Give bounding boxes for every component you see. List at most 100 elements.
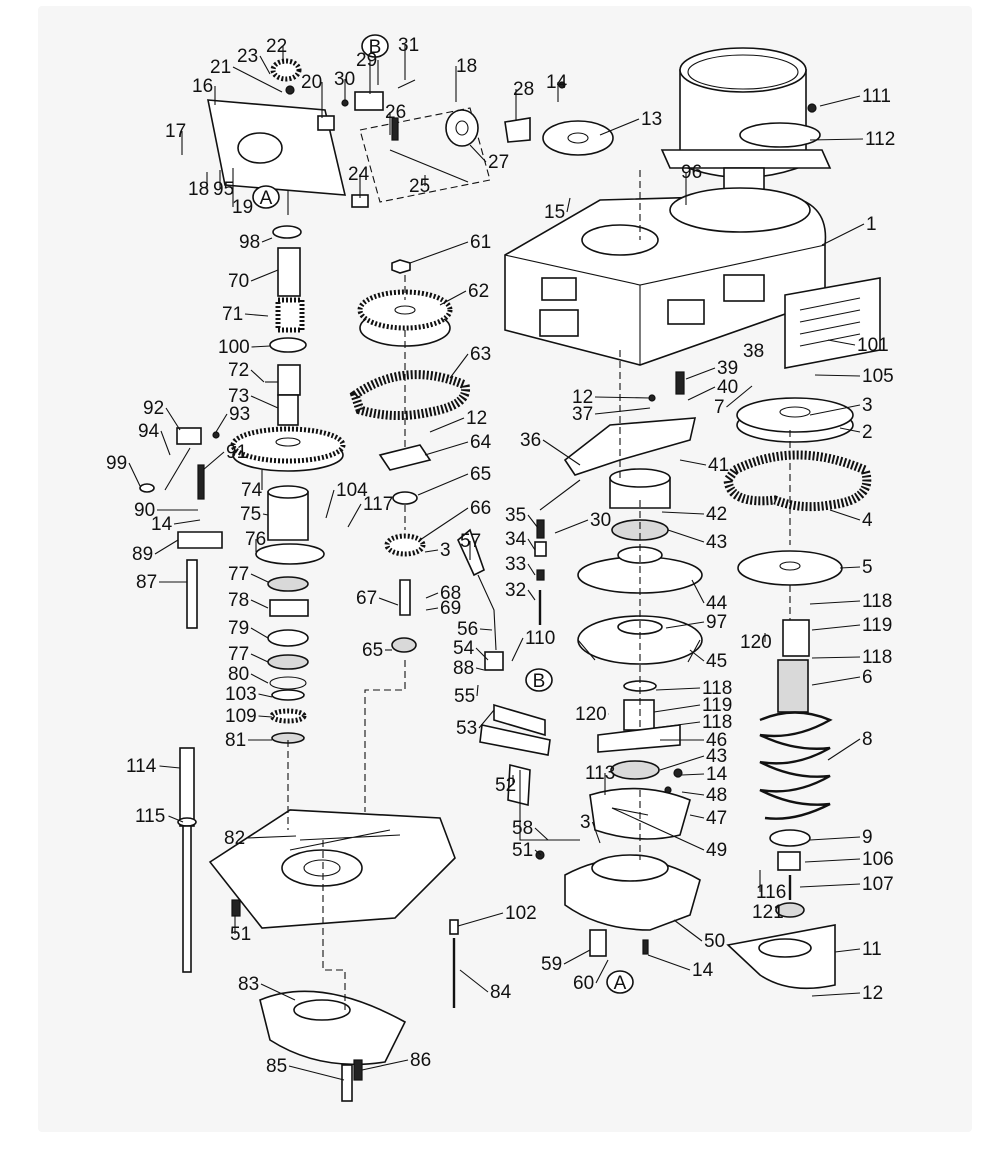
leader-line (419, 507, 469, 541)
part-callout: 70 (228, 269, 279, 292)
leader-line (244, 313, 269, 317)
part-callout: 23 (237, 46, 271, 75)
part-number-label: 30 (334, 69, 355, 90)
part-number-label: 57 (460, 531, 481, 552)
leader-line (839, 427, 861, 433)
part-number-label: 32 (505, 580, 526, 601)
part-number-label: 41 (708, 455, 729, 476)
part-callout: 5 (839, 557, 873, 578)
part-number-label: 29 (356, 50, 377, 71)
part-number-label: 83 (238, 974, 259, 995)
pulley-sleeve (597, 680, 683, 794)
leader-line (250, 599, 269, 609)
part-callout: 119 (653, 695, 732, 716)
part-callout: 18 (455, 56, 477, 102)
part-callout: 14 (647, 954, 714, 981)
part-number-label: 14 (546, 72, 568, 93)
part-callout: 115 (135, 806, 184, 827)
part-number-label: 112 (865, 129, 895, 150)
leader-line (476, 684, 479, 697)
part-number-label: 55 (454, 686, 475, 707)
part-number-label: 3 (440, 540, 451, 561)
part-callout: 118 (653, 712, 732, 733)
part-number-label: 76 (245, 529, 266, 550)
leader-line (814, 374, 861, 377)
part-callout: 67 (356, 588, 399, 609)
part-callout: 90 (134, 500, 198, 521)
part-callout: 114 (126, 756, 181, 777)
part-callout: 86 (361, 1050, 431, 1071)
leader-line (168, 815, 184, 823)
part-number-label: 117 (363, 494, 393, 515)
clutch-stack (577, 468, 703, 665)
part-callout: 55 (454, 684, 479, 707)
part-callout: 54 (453, 638, 489, 661)
part-number-label: 22 (266, 36, 287, 57)
part-callout: 119 (811, 615, 892, 636)
leader-line (165, 407, 181, 431)
part-callout: 64 (424, 432, 492, 456)
part-callout: 106 (804, 849, 894, 870)
part-number-label: 62 (468, 281, 489, 302)
part-callout: 100 (218, 337, 271, 358)
part-callout: 7 (714, 385, 753, 418)
spring-assembly (726, 619, 836, 990)
leader-line (819, 95, 861, 107)
motor-pulley (736, 397, 854, 443)
part-number-label: 93 (229, 404, 250, 425)
part-number-label: 110 (525, 628, 555, 649)
part-callout: 12 (811, 983, 883, 1004)
part-number-label: 113 (585, 763, 615, 784)
part-callout: 24 (348, 164, 370, 198)
part-number-label: 101 (857, 335, 889, 356)
leader-line (653, 721, 701, 729)
part-number-label: 44 (706, 593, 728, 614)
part-callout: 26 (385, 102, 406, 135)
leader-line (827, 738, 861, 761)
part-callout: 42 (661, 504, 727, 525)
leader-line (691, 579, 705, 604)
part-callout: 77 (228, 644, 269, 665)
part-number-label: 18 (188, 179, 209, 200)
leader-line (527, 538, 536, 551)
part-number-label: 3 (580, 812, 591, 833)
depth-stop (139, 427, 223, 629)
part-number-label: 21 (210, 57, 231, 78)
leader-line (475, 667, 485, 671)
leader-line (457, 912, 504, 927)
part-number-label: 39 (717, 358, 738, 379)
part-number-label: 67 (356, 588, 377, 609)
part-number-label: 45 (706, 651, 727, 672)
part-number-label: 69 (440, 598, 461, 619)
part-number-label: 50 (704, 931, 725, 952)
part-number-label: 111 (862, 86, 891, 107)
leader-line (154, 539, 179, 555)
part-number-label: 77 (228, 564, 249, 585)
marker-A-bottom: A (606, 970, 634, 994)
part-number-label: 14 (692, 960, 714, 981)
shift-lever (457, 528, 551, 807)
part-number-label: 98 (239, 232, 260, 253)
leader-line (429, 417, 465, 433)
part-callout: 81 (225, 730, 272, 751)
leader-line (681, 773, 705, 776)
part-number-label: 20 (301, 72, 322, 93)
part-callout: 14 (546, 72, 568, 102)
handwheel-shaft (359, 107, 531, 203)
part-callout: 37 (572, 404, 651, 425)
part-callout: 34 (505, 529, 536, 551)
part-number-label: 1 (866, 214, 877, 235)
part-callout: 65 (417, 464, 491, 496)
leader-line (689, 814, 705, 819)
part-callout: 69 (425, 598, 461, 619)
marker-B-top: B (361, 34, 389, 85)
part-callout: 14 (681, 764, 728, 785)
part-callout: 87 (136, 572, 187, 593)
part-callout: 35 (505, 505, 539, 529)
part-callout: 101 (827, 335, 889, 356)
part-number-label: 28 (513, 79, 534, 100)
marker-label: B (369, 37, 382, 58)
part-number-label: 17 (165, 121, 186, 142)
part-callout: 38 (743, 341, 764, 362)
part-callout: 110 (511, 628, 555, 662)
